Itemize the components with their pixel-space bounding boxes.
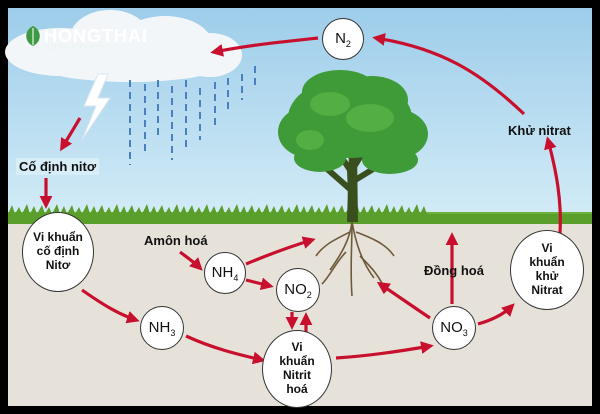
no3-sub: 3	[462, 327, 468, 338]
nitrifying-bacteria-label: Vi khuẩn Nitrit hoá	[279, 340, 315, 396]
arrow-denitrification-to-n2	[372, 33, 526, 116]
arrow-denitbacteria-up	[544, 136, 562, 235]
cloud-icon	[5, 10, 242, 82]
node-denitrifying-bacteria: Vi khuẩn khử Nitrat	[510, 230, 584, 310]
node-fixing-bacteria: Vi khuẩn cố định Nitơ	[22, 212, 94, 292]
no3-main: NO	[440, 318, 463, 336]
leaf-logo-icon	[26, 26, 40, 46]
nh3-main: NH	[148, 318, 171, 336]
brand-tagline: Growth Green	[48, 44, 104, 51]
label-denitrification: Khử nitrat	[508, 123, 571, 138]
lightning-icon	[81, 73, 111, 141]
node-nh3: NH3	[140, 306, 184, 350]
arrow-n2-to-cloud	[210, 36, 319, 57]
tree-icon	[278, 70, 428, 223]
arrow-nitbacteria-to-no3	[335, 341, 434, 360]
arrow-no3-to-roots	[376, 281, 431, 320]
nh3-sub: 3	[170, 327, 176, 338]
no2-main: NO	[284, 280, 307, 298]
n2-sub: 2	[345, 38, 351, 49]
label-ammonification: Amôn hoá	[144, 233, 208, 248]
arrow-lightning-to-fixation	[60, 117, 82, 152]
cycle-arrows	[39, 33, 562, 365]
arrow-nh4-to-roots	[245, 236, 316, 266]
no2-sub: 2	[306, 289, 312, 300]
arrow-fixbacteria-to-nh3	[81, 288, 140, 324]
node-nh4: NH4	[204, 252, 246, 294]
arrow-nh3-to-nitbacteria	[185, 334, 266, 365]
label-assimilation: Đồng hoá	[424, 263, 484, 278]
rain-icon	[129, 66, 256, 165]
fixing-bacteria-label: Vi khuẩn cố định Nitơ	[33, 230, 83, 272]
n2-main: N	[335, 29, 346, 47]
brand-name: HONGTHAI	[44, 25, 148, 46]
nh4-sub: 4	[233, 272, 239, 283]
arrow-nh4-to-no2	[245, 277, 274, 291]
label-fixation: Cố định nitơ	[16, 158, 100, 175]
node-no2: NO2	[276, 268, 320, 312]
arrow-ammon-to-nh4	[179, 250, 203, 271]
denitrifying-bacteria-label: Vi khuẩn khử Nitrat	[529, 241, 565, 297]
grass-strip	[8, 204, 592, 224]
brand-logo: HONGTHAI Growth Green	[22, 24, 148, 51]
node-nitrifying-bacteria: Vi khuẩn Nitrit hoá	[262, 330, 332, 408]
node-no3: NO3	[432, 306, 476, 350]
nh4-main: NH	[211, 263, 234, 281]
node-n2: N2	[322, 18, 364, 60]
arrow-no3-to-denitbacteria	[477, 303, 515, 326]
